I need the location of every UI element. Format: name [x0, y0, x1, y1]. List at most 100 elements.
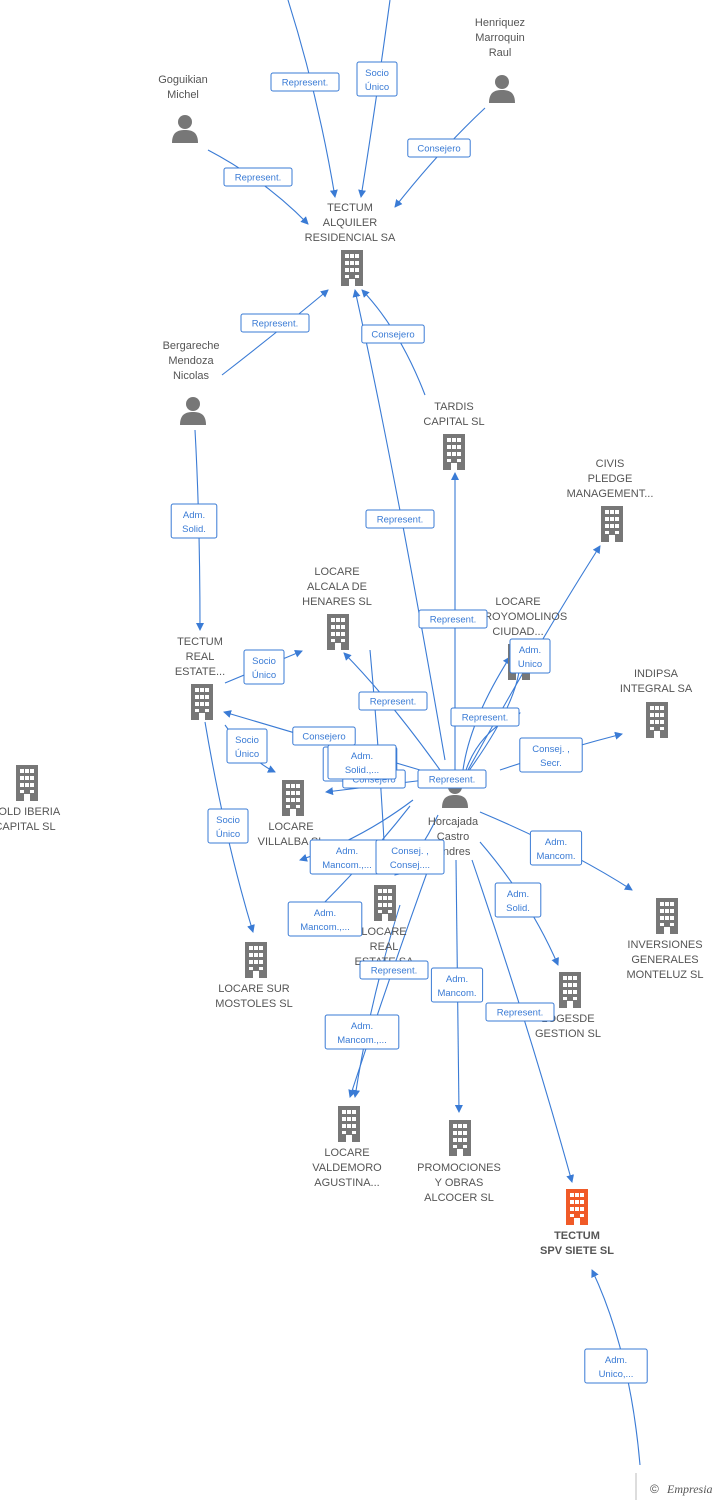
edge-label[interactable]: Adm. Unico,...	[584, 1348, 648, 1384]
edge-label[interactable]: Represent.	[365, 509, 435, 529]
empresia-logo[interactable]: Empresia	[666, 1482, 713, 1496]
edge-label[interactable]: Consej. ,Consej....	[375, 839, 445, 875]
edge-label-box[interactable]	[407, 138, 471, 158]
edge-label[interactable]: Consej. ,Secr.	[519, 737, 583, 773]
edge-label-box[interactable]	[509, 638, 551, 674]
edge-label-box[interactable]	[270, 72, 340, 92]
edge-label[interactable]: Consejero	[407, 138, 471, 158]
edge-label-box[interactable]	[494, 882, 542, 918]
edge-label-box[interactable]	[375, 839, 445, 875]
node-label: GOLD IBERIA	[0, 806, 61, 818]
edge-label[interactable]: Adm.Solid.	[170, 503, 218, 539]
node-locare-arroyomolinos[interactable]: LOCAREARROYOMOLINOSCIUDAD...	[469, 596, 567, 680]
node-civis[interactable]: CIVISPLEDGEMANAGEMENT...	[567, 458, 654, 542]
edge-label[interactable]: Represent.	[359, 960, 429, 980]
edge-label-text: Socio	[365, 68, 389, 79]
edge-label[interactable]: Represent.	[450, 707, 520, 727]
edge-label[interactable]: Adm.Solid.	[494, 882, 542, 918]
edge-label-box[interactable]	[223, 167, 293, 187]
edge-label[interactable]: Represent.	[417, 769, 487, 789]
node-locare-real[interactable]: LOCAREREALESTATE SA	[355, 885, 415, 968]
edge-label-box[interactable]	[529, 830, 583, 866]
edge-label-text: Consej. ,	[391, 846, 429, 857]
node-label: CAPITAL SL	[423, 416, 484, 428]
edge-label-text: Adm.	[545, 837, 567, 848]
edge-label-text: Único	[365, 82, 389, 93]
edge-label[interactable]: Represent.	[485, 1002, 555, 1022]
edge-label[interactable]: Represent.	[358, 691, 428, 711]
node-locare-valdemoro[interactable]: LOCAREVALDEMOROAGUSTINA...	[312, 1106, 382, 1189]
building-icon	[341, 250, 363, 286]
node-label: Castro	[437, 831, 469, 843]
node-label: Henriquez	[475, 17, 525, 29]
node-label: MONTELUZ SL	[626, 969, 703, 981]
edge-label-box[interactable]	[365, 509, 435, 529]
edge-label[interactable]: Adm.Mancom.,...	[324, 1014, 400, 1050]
edge-label[interactable]: Adm.Mancom.,...	[309, 839, 385, 875]
edge-label-text: Mancom.,...	[300, 922, 350, 933]
edge-label-box[interactable]	[287, 901, 363, 937]
edge-label-text: Adm.	[336, 846, 358, 857]
edge-label[interactable]: Adm.Mancom.	[430, 967, 484, 1003]
edge-label[interactable]: Consejero	[292, 726, 356, 746]
node-label: LOCARE SUR	[218, 983, 290, 995]
edge-label-box[interactable]	[584, 1348, 648, 1384]
edge-label-text: Adm.	[605, 1355, 627, 1366]
edge-label-box[interactable]	[226, 728, 268, 764]
edge-label[interactable]: Represent.	[270, 72, 340, 92]
edge-label[interactable]: Adm.Solid.,...	[327, 744, 397, 780]
building-icon	[282, 780, 304, 816]
edge-label-box[interactable]	[356, 61, 398, 97]
edge-label[interactable]: Adm.Unico	[509, 638, 551, 674]
edge-label-box[interactable]	[358, 691, 428, 711]
edge-label-box[interactable]	[240, 313, 310, 333]
edge-label-text: Represent.	[252, 319, 298, 330]
edge-label-box[interactable]	[359, 960, 429, 980]
node-tectum-real[interactable]: TECTUMREALESTATE...	[175, 636, 225, 720]
node-label: VALDEMORO	[312, 1162, 382, 1174]
edge-label[interactable]: Represent.	[240, 313, 310, 333]
edge-label-box[interactable]	[485, 1002, 555, 1022]
edge-label-box[interactable]	[170, 503, 218, 539]
edge-label[interactable]: Adm.Mancom.	[529, 830, 583, 866]
edge-label-box[interactable]	[450, 707, 520, 727]
edge-label-box[interactable]	[292, 726, 356, 746]
edge-label[interactable]: Represent.	[418, 609, 488, 629]
edge-label[interactable]: Adm.Mancom.,...	[287, 901, 363, 937]
building-icon	[245, 942, 267, 978]
edge-label-box[interactable]	[324, 1014, 400, 1050]
node-label: ESTATE...	[175, 666, 225, 678]
node-label: LOCARE	[268, 821, 313, 833]
edge-label-box[interactable]	[519, 737, 583, 773]
edge-label[interactable]: Represent.	[223, 167, 293, 187]
edge-label-box[interactable]	[361, 324, 425, 344]
node-label: Mendoza	[168, 355, 214, 367]
edge-label-box[interactable]	[243, 649, 285, 685]
edge-label[interactable]: Consejero	[361, 324, 425, 344]
edge-label-box[interactable]	[430, 967, 484, 1003]
edge-label-box[interactable]	[418, 609, 488, 629]
edge-label-text: Unico,...	[599, 1369, 634, 1380]
edge-label-box[interactable]	[417, 769, 487, 789]
edge-label-box[interactable]	[327, 744, 397, 780]
edge-label-box[interactable]	[207, 808, 249, 844]
node-label: RESIDENCIAL SA	[305, 232, 396, 244]
